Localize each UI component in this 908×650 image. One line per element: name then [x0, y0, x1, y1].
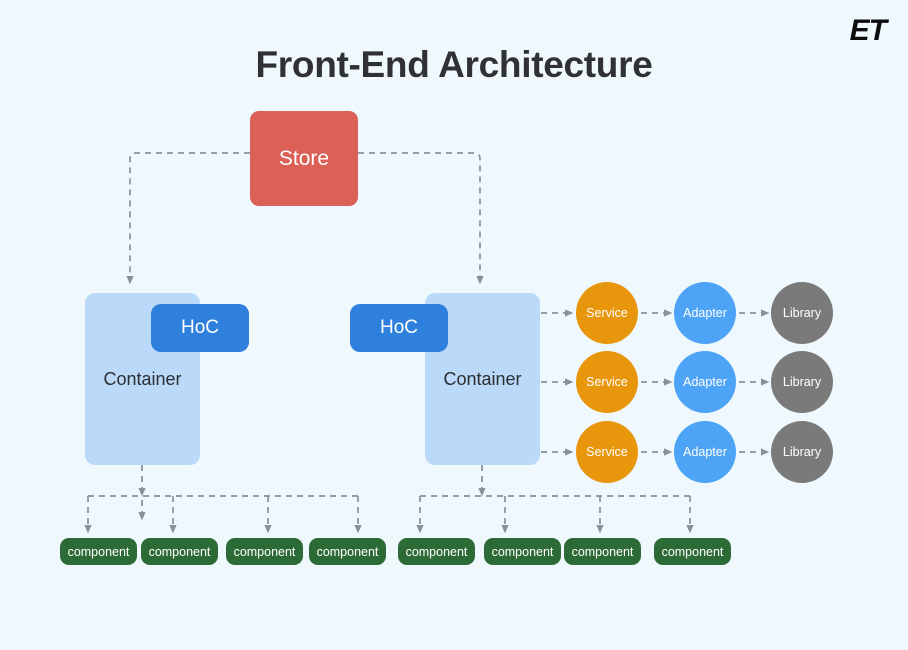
node-adapter-3[interactable]: Adapter [674, 421, 736, 483]
node-store[interactable]: Store [250, 111, 358, 206]
node-component-left-2[interactable]: component [141, 538, 218, 565]
node-component-right-2-label: component [491, 544, 554, 559]
node-service-3[interactable]: Service [576, 421, 638, 483]
node-component-right-3-label: component [571, 544, 634, 559]
node-container-right-label: Container [443, 368, 522, 389]
node-adapter-3-label: Adapter [683, 445, 727, 459]
node-adapter-1[interactable]: Adapter [674, 282, 736, 344]
node-service-3-label: Service [586, 445, 628, 459]
wire-store-to-container-left [126, 152, 250, 285]
et-logo: ET [849, 14, 887, 47]
node-service-2[interactable]: Service [576, 351, 638, 413]
node-library-2-label: Library [782, 375, 822, 389]
node-component-left-3[interactable]: component [226, 538, 303, 565]
wire-store-to-container-right [358, 152, 484, 285]
node-service-2-label: Service [586, 375, 628, 389]
node-component-left-4[interactable]: component [309, 538, 386, 565]
node-adapter-2[interactable]: Adapter [674, 351, 736, 413]
node-component-left-1[interactable]: component [60, 538, 137, 565]
node-service-1[interactable]: Service [576, 282, 638, 344]
page-title: Front-End Architecture [255, 44, 653, 85]
node-component-left-1-label: component [67, 544, 130, 559]
node-component-left-2-label: component [148, 544, 211, 559]
node-store-label: Store [278, 146, 330, 170]
node-component-left-3-label: component [233, 544, 296, 559]
node-container-left-label: Container [103, 368, 182, 389]
node-library-1-label: Library [782, 306, 822, 320]
node-component-right-4[interactable]: component [654, 538, 731, 565]
node-component-left-4-label: component [316, 544, 379, 559]
node-library-3-label: Library [782, 445, 822, 459]
node-service-1-label: Service [586, 306, 628, 320]
node-hoc-left[interactable]: HoC [151, 304, 249, 352]
node-adapter-2-label: Adapter [683, 375, 727, 389]
node-component-right-1-label: component [405, 544, 468, 559]
node-hoc-left-label: HoC [180, 317, 219, 338]
node-adapter-1-label: Adapter [683, 306, 727, 320]
node-hoc-right-label: HoC [379, 317, 418, 338]
node-component-right-2[interactable]: component [484, 538, 561, 565]
node-library-2[interactable]: Library [771, 351, 833, 413]
node-hoc-right[interactable]: HoC [350, 304, 448, 352]
node-component-right-1[interactable]: component [398, 538, 475, 565]
node-component-right-3[interactable]: component [564, 538, 641, 565]
node-component-right-4-label: component [661, 544, 724, 559]
node-library-1[interactable]: Library [771, 282, 833, 344]
node-library-3[interactable]: Library [771, 421, 833, 483]
